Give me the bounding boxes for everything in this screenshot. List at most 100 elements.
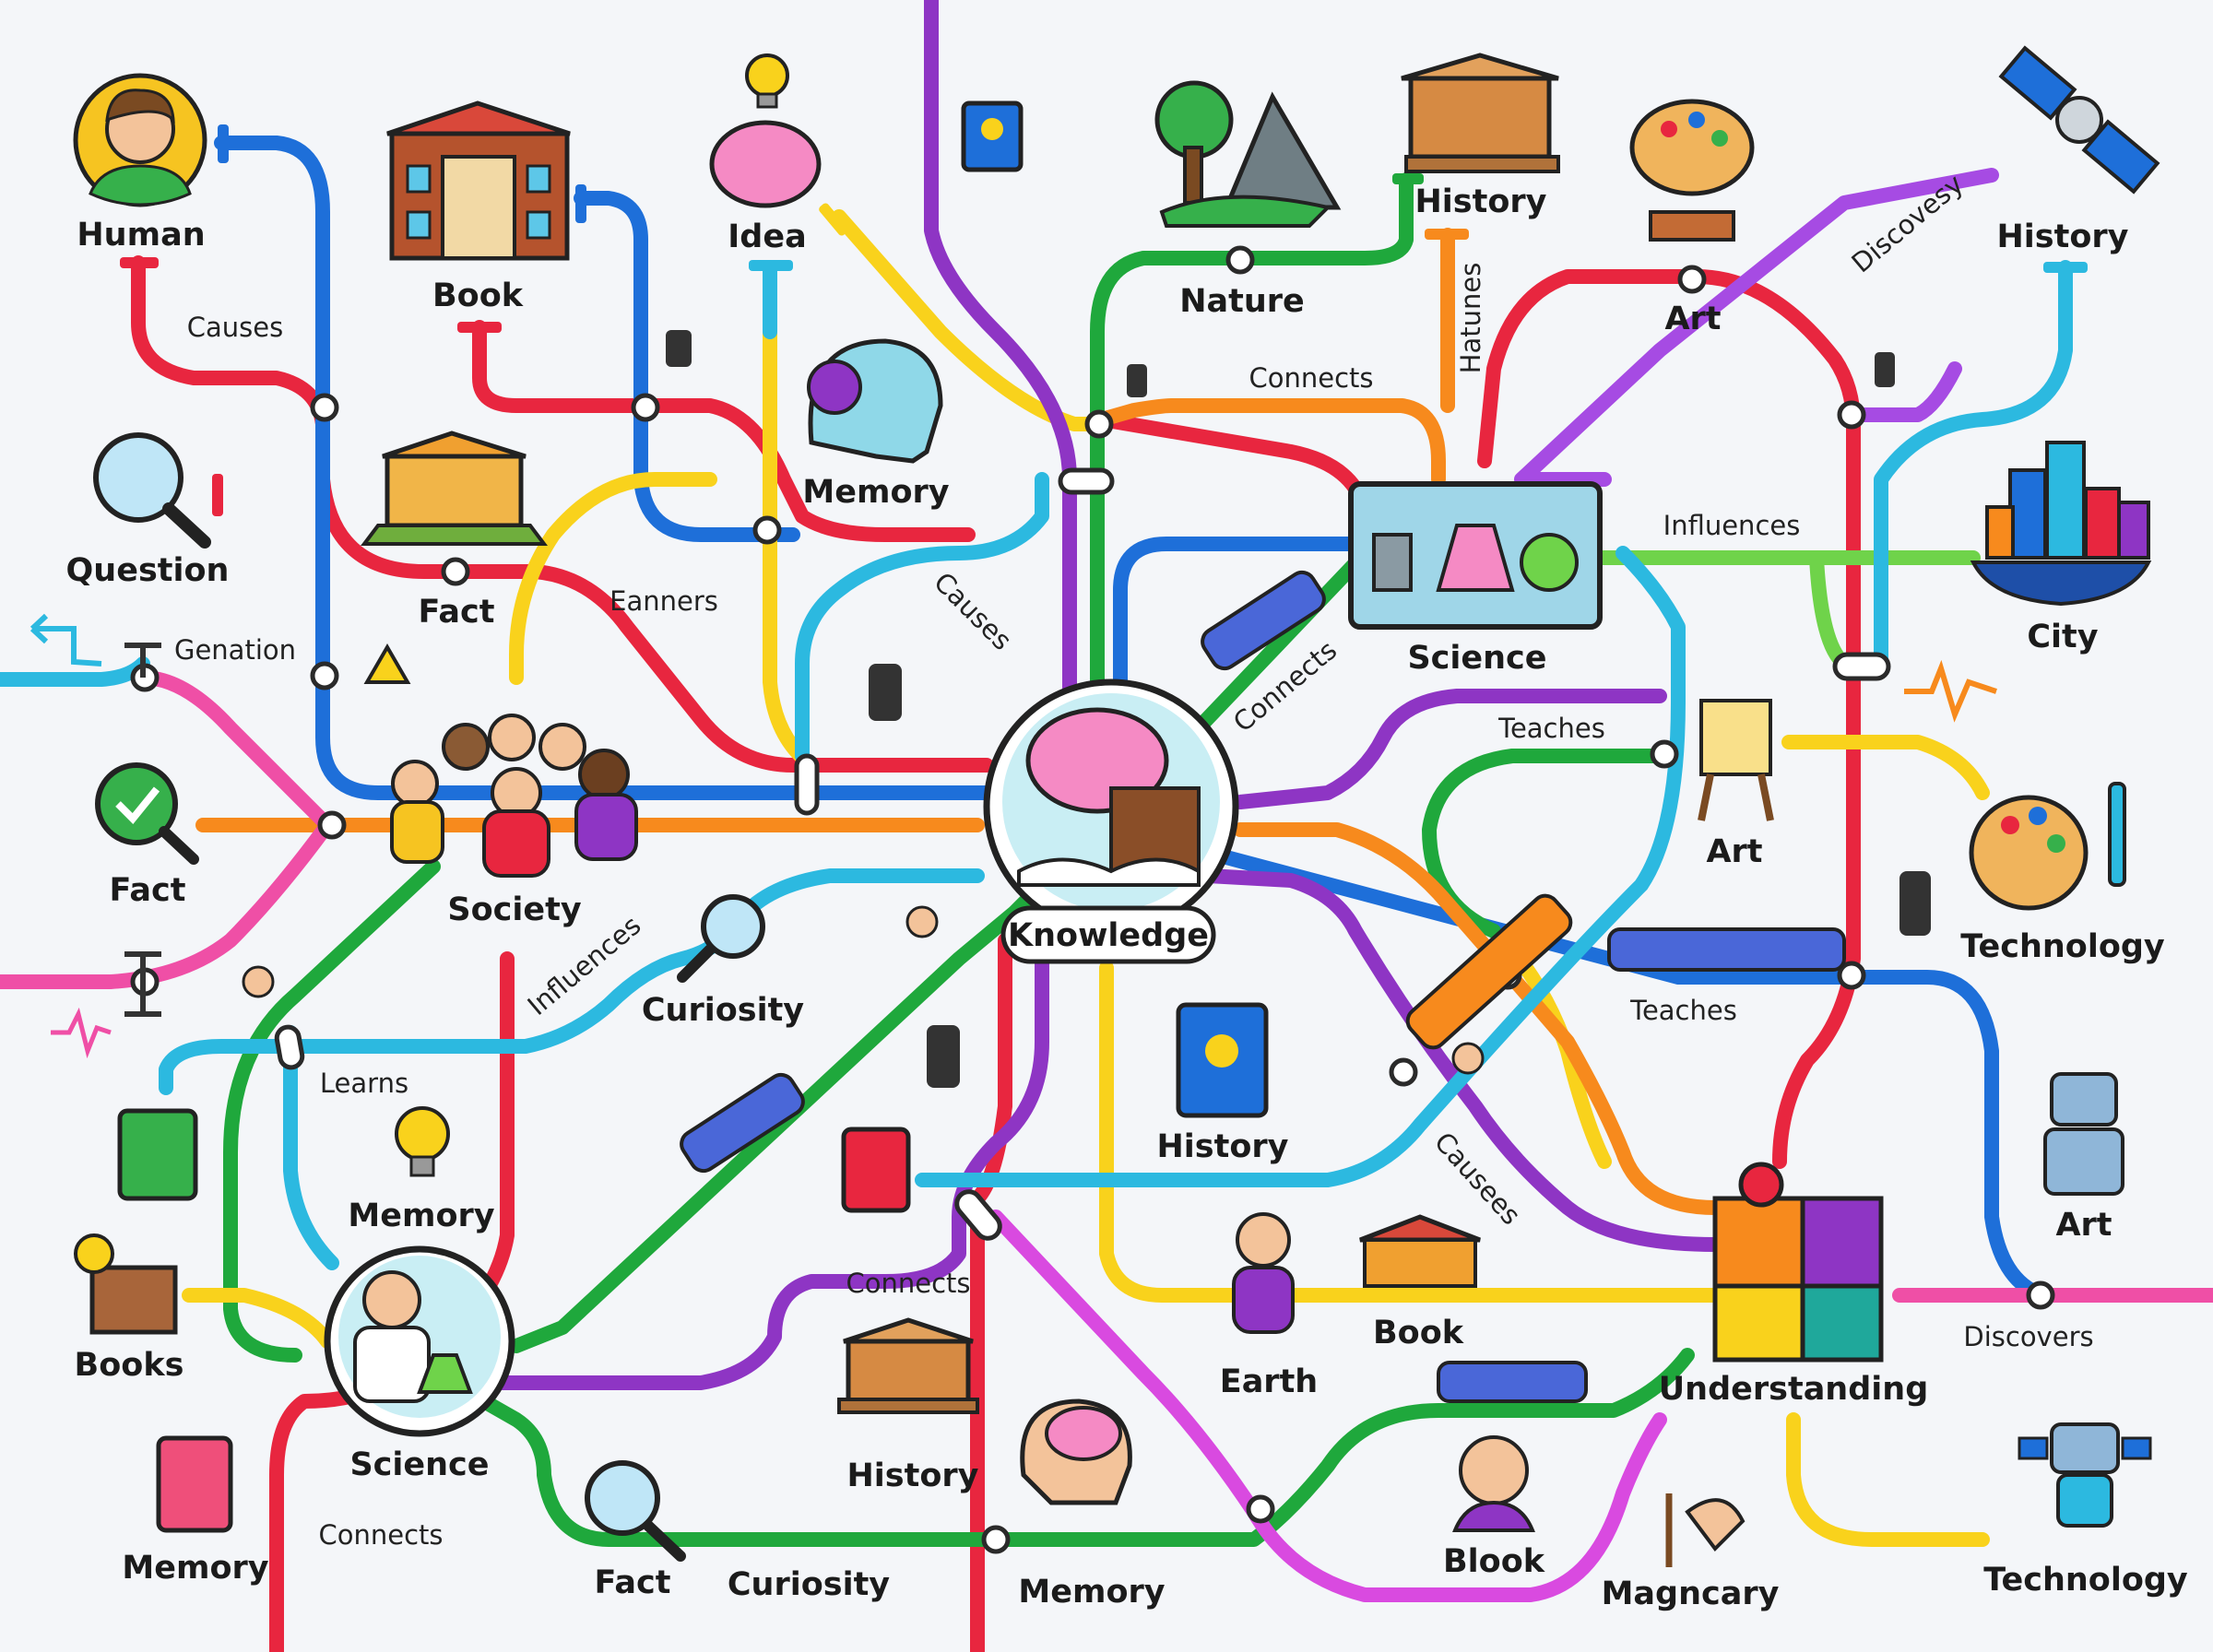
cyan-line-6 (0, 656, 150, 687)
station[interactable] (1246, 1494, 1275, 1524)
node-label-history[interactable]: History (847, 1457, 979, 1494)
node-label-fact[interactable]: Fact (595, 1564, 671, 1601)
worker-icon (905, 905, 939, 938)
relation-label: Connects (318, 1519, 443, 1551)
node-label-memory[interactable]: Memory (348, 1198, 494, 1234)
station[interactable] (310, 661, 339, 690)
red-line (131, 255, 994, 773)
node-label-curiosity[interactable]: Curiosity (642, 992, 804, 1029)
node-label-art[interactable]: Art (1706, 833, 1762, 870)
relation-label: Causes (928, 566, 1018, 656)
station[interactable] (2026, 1280, 2055, 1310)
people-group-icon (390, 714, 638, 878)
node-label-curiosity[interactable]: Curiosity (728, 1566, 890, 1603)
node-label-fact[interactable]: Fact (419, 594, 495, 631)
node-label-science[interactable]: Science (349, 1446, 489, 1483)
violet-line (1514, 168, 1999, 487)
node-label-technology[interactable]: Technology (1960, 928, 2165, 965)
node-label-art[interactable]: Art (2055, 1207, 2112, 1244)
node-label-city[interactable]: City (2027, 619, 2098, 655)
knowledge-label-pill (1000, 905, 1216, 964)
yellow-line-8 (182, 1288, 335, 1349)
station[interactable] (1837, 961, 1866, 990)
cyan-line-5 (1874, 260, 2073, 671)
node-label-science[interactable]: Science (1407, 640, 1546, 677)
cyan-line-4 (795, 472, 1049, 763)
station[interactable] (631, 393, 660, 422)
traffic-light-icon (927, 1025, 960, 1088)
node-label-book[interactable]: Book (1373, 1315, 1464, 1351)
train-icon (680, 1072, 805, 1174)
station[interactable] (310, 393, 339, 422)
station[interactable] (981, 1525, 1011, 1554)
node-label-nature[interactable]: Nature (1179, 283, 1305, 320)
node-label-idea[interactable]: Idea (728, 218, 806, 255)
node-label-knowledge[interactable]: Knowledge (1008, 917, 1209, 954)
train-icon (1437, 1361, 1588, 1403)
node-label-human[interactable]: Human (77, 217, 205, 254)
interchange[interactable] (1832, 652, 1891, 681)
interchange[interactable] (952, 1186, 1004, 1243)
relation-label: Teaches (1629, 995, 1737, 1026)
node-label-memory[interactable]: Memory (122, 1550, 268, 1587)
node-label-history[interactable]: History (1415, 183, 1547, 220)
node-label-fact[interactable]: Fact (110, 872, 186, 909)
node-label-technology[interactable]: Technology (1983, 1562, 2188, 1599)
magnifying-glass-icon (677, 894, 765, 983)
library-building-icon (386, 100, 571, 261)
relation-label: Causes (187, 312, 283, 343)
terminal-marker (124, 643, 161, 678)
terminal-cap (218, 124, 229, 163)
terminal-cap (2043, 262, 2088, 273)
node-label-memory[interactable]: Memory (802, 474, 949, 511)
node-label-history[interactable]: History (1997, 218, 2129, 255)
terminal-cap (120, 257, 159, 268)
purple-line-3 (1201, 868, 1722, 1252)
station[interactable] (1084, 409, 1114, 439)
station[interactable] (317, 810, 347, 840)
node-label-blook[interactable]: Blook (1443, 1543, 1545, 1580)
node-label-earth[interactable]: Earth (1220, 1363, 1318, 1400)
station[interactable] (1677, 265, 1707, 294)
station[interactable] (441, 557, 470, 586)
node-label-book[interactable]: Book (432, 277, 524, 314)
station[interactable] (1837, 400, 1866, 430)
node-label-art[interactable]: Art (1664, 301, 1721, 337)
node-label-history[interactable]: History (1157, 1128, 1289, 1165)
arrow-back-icon (30, 613, 102, 667)
train-icon (1201, 570, 1326, 671)
book-icon (961, 100, 1024, 172)
green-book-icon (117, 1108, 198, 1201)
blue-line (214, 136, 994, 800)
green-line-3 (223, 859, 441, 1363)
node-label-memory[interactable]: Memory (1018, 1574, 1165, 1611)
node-label-understanding[interactable]: Understanding (1659, 1371, 1929, 1408)
interchange[interactable] (1058, 467, 1115, 495)
purple-line (924, 0, 1077, 736)
traffic-light-icon (869, 664, 902, 721)
station[interactable] (1389, 1057, 1418, 1087)
traffic-light-icon (1899, 871, 1931, 936)
interchange[interactable] (274, 1024, 305, 1070)
relation-label: Connects (1249, 362, 1373, 394)
blue-line-4 (1219, 850, 2050, 1303)
terminal-cap (212, 474, 223, 516)
node-label-question[interactable]: Question (66, 552, 230, 589)
node-label-magncary[interactable]: Magncary (1602, 1575, 1780, 1612)
relation-label: Hatunes (1455, 263, 1486, 374)
knowledge-hub-icon (983, 678, 1239, 935)
magnifying-glass-icon (585, 1460, 686, 1562)
puzzle-icon (1712, 1162, 1884, 1363)
interchange[interactable] (794, 753, 820, 816)
green-line-4 (477, 1348, 1695, 1547)
node-label-books[interactable]: Books (75, 1347, 184, 1384)
train-icon (1405, 893, 1573, 1050)
station[interactable] (1650, 739, 1679, 769)
lightbulb-icon (745, 53, 789, 109)
node-label-society[interactable]: Society (447, 891, 581, 928)
yellow-line-6 (1781, 735, 1990, 800)
station[interactable] (1225, 245, 1255, 275)
brain-head-icon (1020, 1398, 1132, 1505)
station[interactable] (752, 515, 782, 545)
warning-icon (363, 643, 411, 684)
